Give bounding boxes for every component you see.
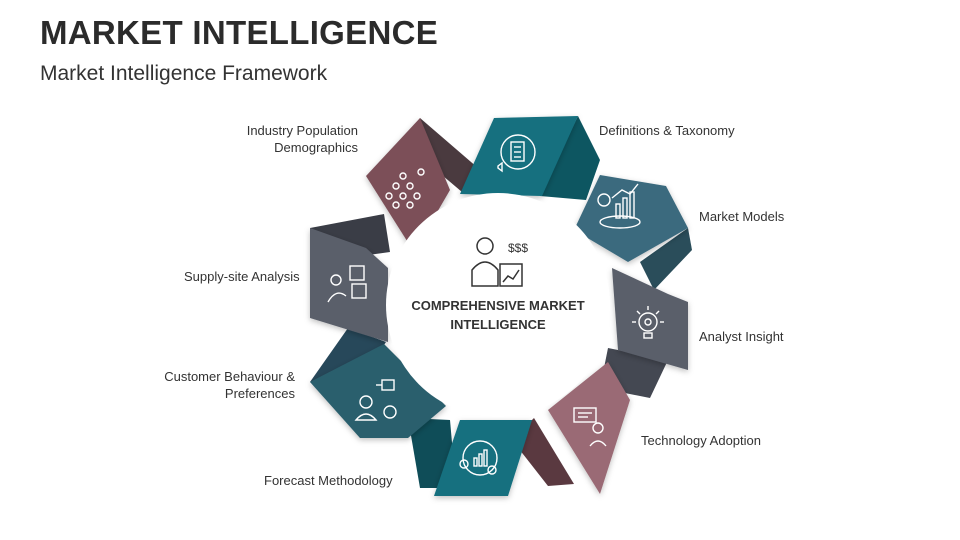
label-line: Supply-site Analysis — [184, 269, 300, 284]
page-title: MARKET INTELLIGENCE — [40, 14, 439, 51]
svg-text:$$$: $$$ — [508, 241, 528, 255]
label-line: Market Models — [699, 209, 785, 224]
population-group-icon — [385, 168, 425, 209]
checklist-icon — [497, 134, 536, 173]
center-label-line2: INTELLIGENCE — [450, 317, 546, 332]
label-industry-population: Industry Population Demographics — [247, 122, 358, 156]
segment-panel-customer — [310, 344, 446, 438]
center-circle — [386, 193, 610, 417]
label-line: Customer Behaviour & — [164, 369, 295, 384]
label-line: Industry Population — [246, 123, 358, 138]
segment-panel-definitions — [460, 116, 578, 196]
label-line: Technology Adoption — [641, 433, 761, 448]
label-analyst-insight: Analyst Insight — [699, 328, 784, 345]
supply-boxes-icon — [327, 265, 367, 303]
analyst-with-chart-icon: $$$ — [471, 237, 528, 287]
label-market-models: Market Models — [699, 208, 784, 225]
segment-panel-forecast — [434, 420, 532, 496]
label-line: Demographics — [274, 140, 358, 155]
label-technology-adoption: Technology Adoption — [641, 432, 761, 449]
label-line: Definitions & Taxonomy — [599, 123, 735, 138]
growth-chart-icon — [597, 183, 641, 229]
center-label-line1: COMPREHENSIVE MARKET — [411, 298, 585, 313]
page-subtitle: Market Intelligence Framework — [40, 62, 328, 85]
label-line: Preferences — [224, 386, 295, 401]
label-forecast-methodology: Forecast Methodology — [264, 472, 393, 489]
center-label: COMPREHENSIVE MARKET INTELLIGENCE — [398, 296, 598, 334]
label-customer-behaviour: Customer Behaviour & Preferences — [164, 368, 295, 402]
segment-panel-technology — [548, 362, 630, 494]
forecast-chart-icon — [459, 440, 498, 476]
segment-panel-supply — [310, 228, 388, 342]
customer-preferences-icon — [354, 379, 397, 421]
label-definitions: Definitions & Taxonomy — [599, 122, 735, 139]
label-line: Forecast Methodology — [264, 473, 393, 488]
label-line: Analyst Insight — [699, 329, 784, 344]
tech-user-icon — [573, 407, 607, 447]
lightbulb-network-icon — [632, 306, 664, 339]
label-supply-site: Supply-site Analysis — [184, 268, 300, 285]
